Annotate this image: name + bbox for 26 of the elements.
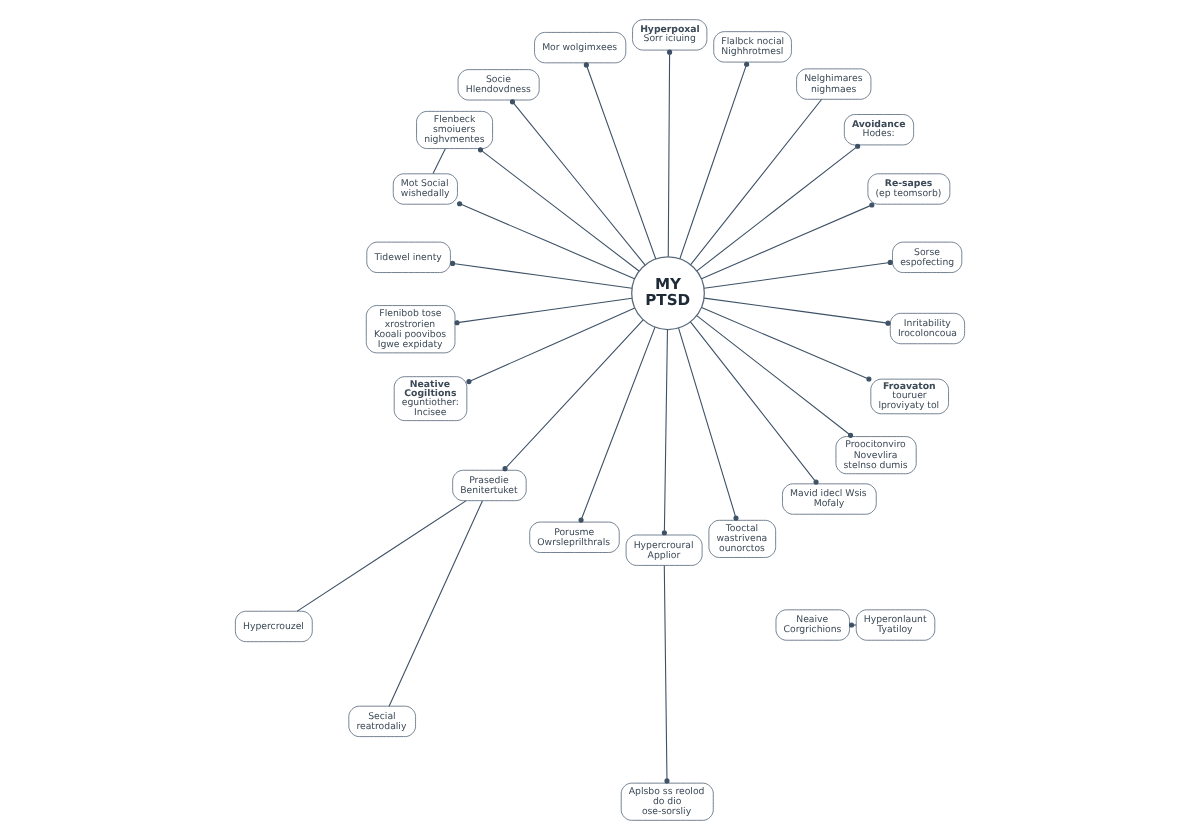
connector <box>296 500 467 612</box>
connector <box>466 307 636 385</box>
connector <box>388 500 483 707</box>
connector <box>583 62 657 260</box>
connector <box>667 49 673 258</box>
connector <box>509 99 646 266</box>
connector <box>477 147 640 272</box>
connector <box>679 61 750 260</box>
connector <box>696 315 854 438</box>
connector <box>696 143 861 272</box>
connector <box>663 565 670 784</box>
connector <box>849 622 857 628</box>
connector <box>678 327 739 521</box>
connector <box>457 201 636 280</box>
connector <box>703 259 893 289</box>
connector <box>689 321 819 485</box>
connector <box>432 148 446 174</box>
connector <box>690 98 823 266</box>
connector <box>700 202 875 280</box>
connector <box>502 319 644 472</box>
connector <box>701 307 872 382</box>
connector <box>661 329 668 536</box>
connector <box>454 297 633 326</box>
connector <box>450 260 633 289</box>
connector <box>703 297 891 326</box>
connector <box>578 326 656 523</box>
